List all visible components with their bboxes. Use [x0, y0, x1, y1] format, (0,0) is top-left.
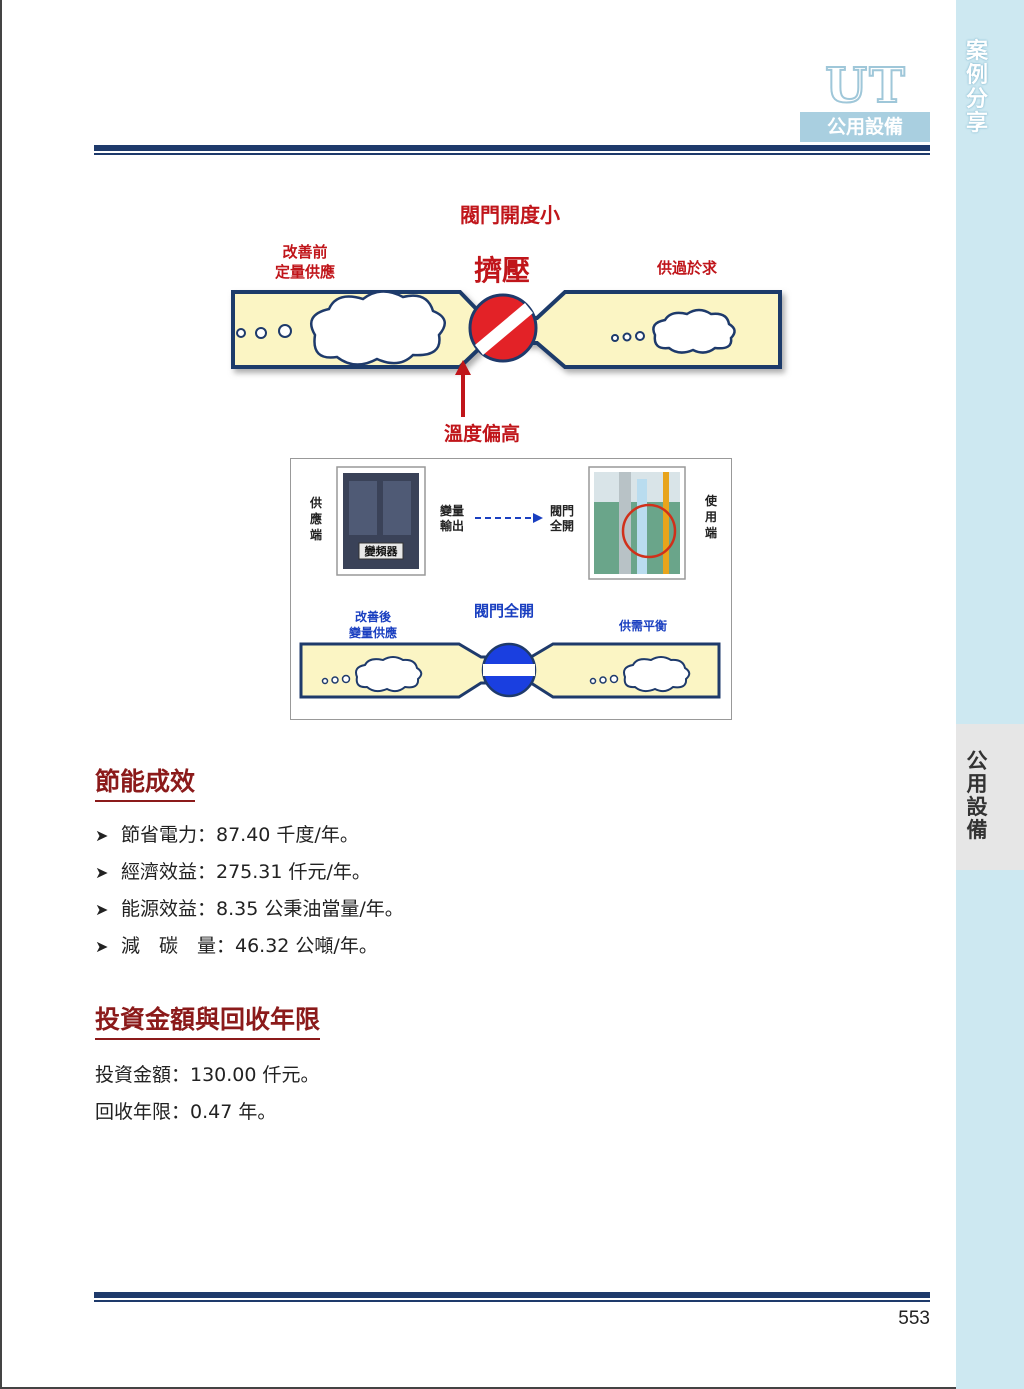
- supply-end-1: 供: [309, 495, 322, 510]
- investment-amount: 投資金額：130.00 仟元。: [95, 1064, 320, 1086]
- list-item: ➤經濟效益：275.31 仟元/年。: [95, 857, 404, 894]
- before-label-1: 改善前: [282, 243, 327, 261]
- use-end-2: 用: [704, 510, 717, 524]
- header-rule-thin: [94, 153, 930, 155]
- cloud-small-left: [355, 656, 423, 693]
- side-tab-case-share[interactable]: 案例分享: [965, 39, 988, 136]
- after-diagram-svg: 供 應 端 變頻器 變量 輸出 閥門 全開 使 用 端 改善後 變量供應 閥門全…: [299, 466, 721, 699]
- footer-rule: [94, 1292, 930, 1298]
- arrow-bullet-icon: ➤: [95, 900, 109, 919]
- side-tab-utilities-bg: [956, 724, 1024, 870]
- page-number: 553: [898, 1308, 930, 1329]
- cloud-left: [310, 290, 446, 366]
- squeeze-label: 擠壓: [474, 254, 530, 287]
- payback-period: 回收年限：0.47 年。: [95, 1101, 277, 1123]
- arrow-bullet-icon: ➤: [95, 937, 109, 956]
- cloud-right: [652, 308, 736, 354]
- valve-open-1: 閥門: [550, 504, 574, 518]
- list-item: ➤減 碳 量：46.32 公噸/年。: [95, 931, 404, 968]
- valve-open-2: 全開: [549, 518, 574, 533]
- cloud-small-right: [623, 656, 691, 693]
- section-title-energy-savings: 節能成效: [95, 762, 196, 802]
- supply-end-3: 端: [310, 527, 322, 542]
- list-item: ➤節省電力：87.40 千度/年。: [95, 820, 404, 857]
- ut-logo: UT: [824, 58, 907, 114]
- use-end-1: 使: [704, 493, 718, 508]
- oversupply-label: 供過於求: [656, 259, 718, 277]
- side-strip: [956, 0, 1024, 1389]
- list-item: ➤能源效益：8.35 公秉油當量/年。: [95, 894, 404, 931]
- footer-rule-thin: [94, 1300, 930, 1302]
- header-category: 公用設備: [800, 112, 930, 142]
- side-tab-utilities[interactable]: 公用設備: [966, 749, 988, 842]
- energy-savings-list: ➤節省電力：87.40 千度/年。 ➤經濟效益：275.31 仟元/年。 ➤能源…: [95, 820, 404, 968]
- use-end-3: 端: [705, 525, 717, 540]
- valve-full-label: 閥門全開: [474, 602, 534, 620]
- inverter-label: 變頻器: [365, 544, 399, 558]
- arrow-bullet-icon: ➤: [95, 826, 109, 845]
- header-rule: [94, 145, 930, 151]
- after-label-2: 變量供應: [348, 625, 397, 640]
- temp-high-label: 溫度偏高: [444, 422, 520, 445]
- after-label-1: 改善後: [355, 609, 392, 624]
- arrow-bullet-icon: ➤: [95, 863, 109, 882]
- after-improvement-diagram: 供 應 端 變頻器 變量 輸出 閥門 全開 使 用 端 改善後 變量供應 閥門全…: [290, 458, 732, 720]
- before-label-2: 定量供應: [275, 263, 335, 281]
- supply-end-2: 應: [310, 511, 322, 526]
- balance-label: 供需平衡: [618, 618, 667, 633]
- var-output-2: 輸出: [440, 518, 464, 533]
- section-title-investment: 投資金額與回收年限: [95, 1000, 321, 1040]
- valve-small-label: 閥門開度小: [460, 203, 560, 227]
- var-output-1: 變量: [439, 503, 464, 518]
- before-improvement-diagram: 閥門開度小 改善前 定量供應 擠壓 供過於求 溫度偏高: [231, 203, 782, 445]
